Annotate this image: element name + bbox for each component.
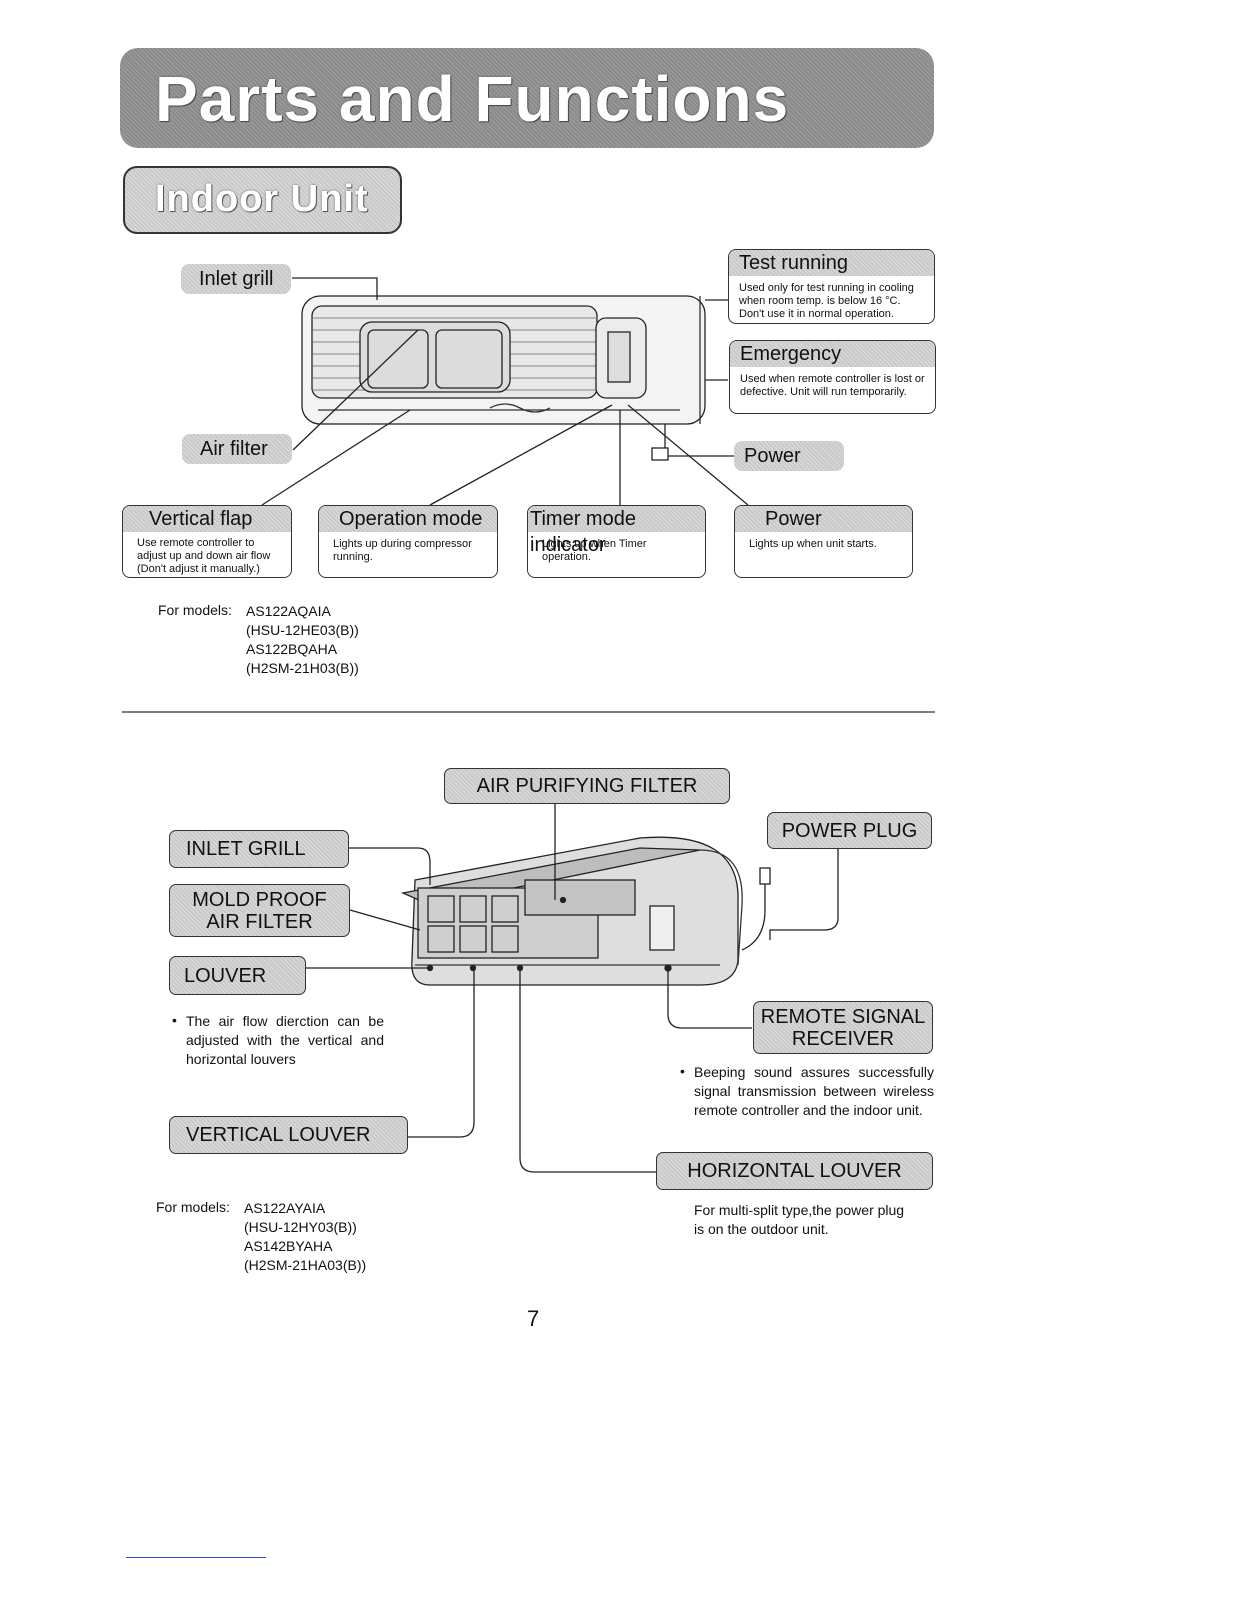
air-filter-label: Air filter — [182, 434, 292, 464]
inlet-grill-label-bottom: INLET GRILL — [169, 830, 349, 868]
mold-proof-line2: AIR FILTER — [206, 910, 313, 933]
timer-mode-label: Timer mode indicator — [528, 506, 705, 556]
remote-line2: RECEIVER — [791, 1027, 895, 1050]
test-running-tag: Test running Used only for test running … — [728, 249, 935, 324]
multi-split-note: For multi-split type,the power plug is o… — [694, 1202, 905, 1237]
louver-note-text: The air flow dierction can be adjusted w… — [186, 1013, 384, 1067]
test-running-label: Test running — [729, 250, 934, 276]
bullet-icon: • — [680, 1063, 685, 1079]
top-models-list: AS122AQAIA (HSU-12HE03(B)) AS122BQAHA (H… — [246, 602, 359, 678]
operation-mode-label: Operation mode — [319, 506, 497, 532]
power-indicator-label: Power — [735, 506, 912, 532]
emergency-desc: Used when remote controller is lost or d… — [740, 373, 925, 398]
vertical-flap-desc: Use remote controller to adjust up and d… — [137, 537, 271, 575]
model-item: (H2SM-21HA03(B)) — [244, 1257, 367, 1273]
emergency-tag: Emergency Used when remote controller is… — [729, 340, 936, 414]
model-item: AS122AQAIA — [246, 603, 331, 619]
bottom-models-list: AS122AYAIA (HSU-12HY03(B)) AS142BYAHA (H… — [244, 1199, 366, 1275]
footer-link-line — [126, 1557, 266, 1558]
power-indicator-desc: Lights up when unit starts. — [749, 538, 877, 550]
horizontal-louver-label: HORIZONTAL LOUVER — [656, 1152, 933, 1190]
remote-note: • Beeping sound assures successfully sig… — [680, 1063, 934, 1120]
power-plug-label: POWER PLUG — [767, 812, 932, 849]
timer-mode-tag: Timer mode indicator Lights up when Time… — [527, 505, 706, 578]
air-purifying-filter-label: AIR PURIFYING FILTER — [444, 768, 730, 804]
page-number: 7 — [527, 1306, 540, 1331]
vertical-flap-label: Vertical flap — [123, 506, 291, 532]
operation-mode-desc: Lights up during compressor running. — [333, 538, 472, 563]
section-subtitle: Indoor Unit — [155, 178, 369, 220]
operation-mode-tag: Operation mode Lights up during compress… — [318, 505, 498, 578]
model-item: (HSU-12HY03(B)) — [244, 1219, 357, 1235]
bottom-models-label: For models: — [156, 1199, 230, 1215]
remote-note-text: Beeping sound assures successfully signa… — [694, 1064, 934, 1118]
remote-line1: REMOTE SIGNAL — [760, 1005, 926, 1028]
power-indicator-tag: Power Lights up when unit starts. — [734, 505, 913, 578]
model-item: AS122BQAHA — [246, 641, 338, 657]
emergency-label: Emergency — [730, 341, 935, 367]
page-title: Parts and Functions — [155, 63, 790, 135]
model-item: AS142BYAHA — [244, 1238, 333, 1254]
mold-proof-air-filter-label: MOLD PROOF AIR FILTER — [169, 884, 350, 937]
test-running-desc: Used only for test running in cooling wh… — [739, 282, 914, 320]
inlet-grill-label: Inlet grill — [181, 264, 291, 294]
subtitle-banner — [123, 166, 402, 234]
model-item: AS122AYAIA — [244, 1200, 326, 1216]
louver-label: LOUVER — [169, 956, 306, 995]
mold-proof-line1: MOLD PROOF — [192, 888, 327, 911]
model-item: (HSU-12HE03(B)) — [246, 622, 359, 638]
louver-note: • The air flow dierction can be adjusted… — [172, 1012, 384, 1069]
timer-mode-desc: Lights up when Timer operation. — [542, 538, 647, 563]
remote-signal-receiver-label: REMOTE SIGNAL RECEIVER — [753, 1001, 933, 1054]
vertical-louver-label: VERTICAL LOUVER — [169, 1116, 408, 1154]
title-banner — [120, 48, 934, 148]
model-item: (H2SM-21H03(B)) — [246, 660, 359, 676]
vertical-flap-tag: Vertical flap Use remote controller to a… — [122, 505, 292, 578]
top-models-label: For models: — [158, 602, 232, 618]
bullet-icon: • — [172, 1012, 177, 1028]
power-plug-label-top: Power — [734, 441, 844, 471]
